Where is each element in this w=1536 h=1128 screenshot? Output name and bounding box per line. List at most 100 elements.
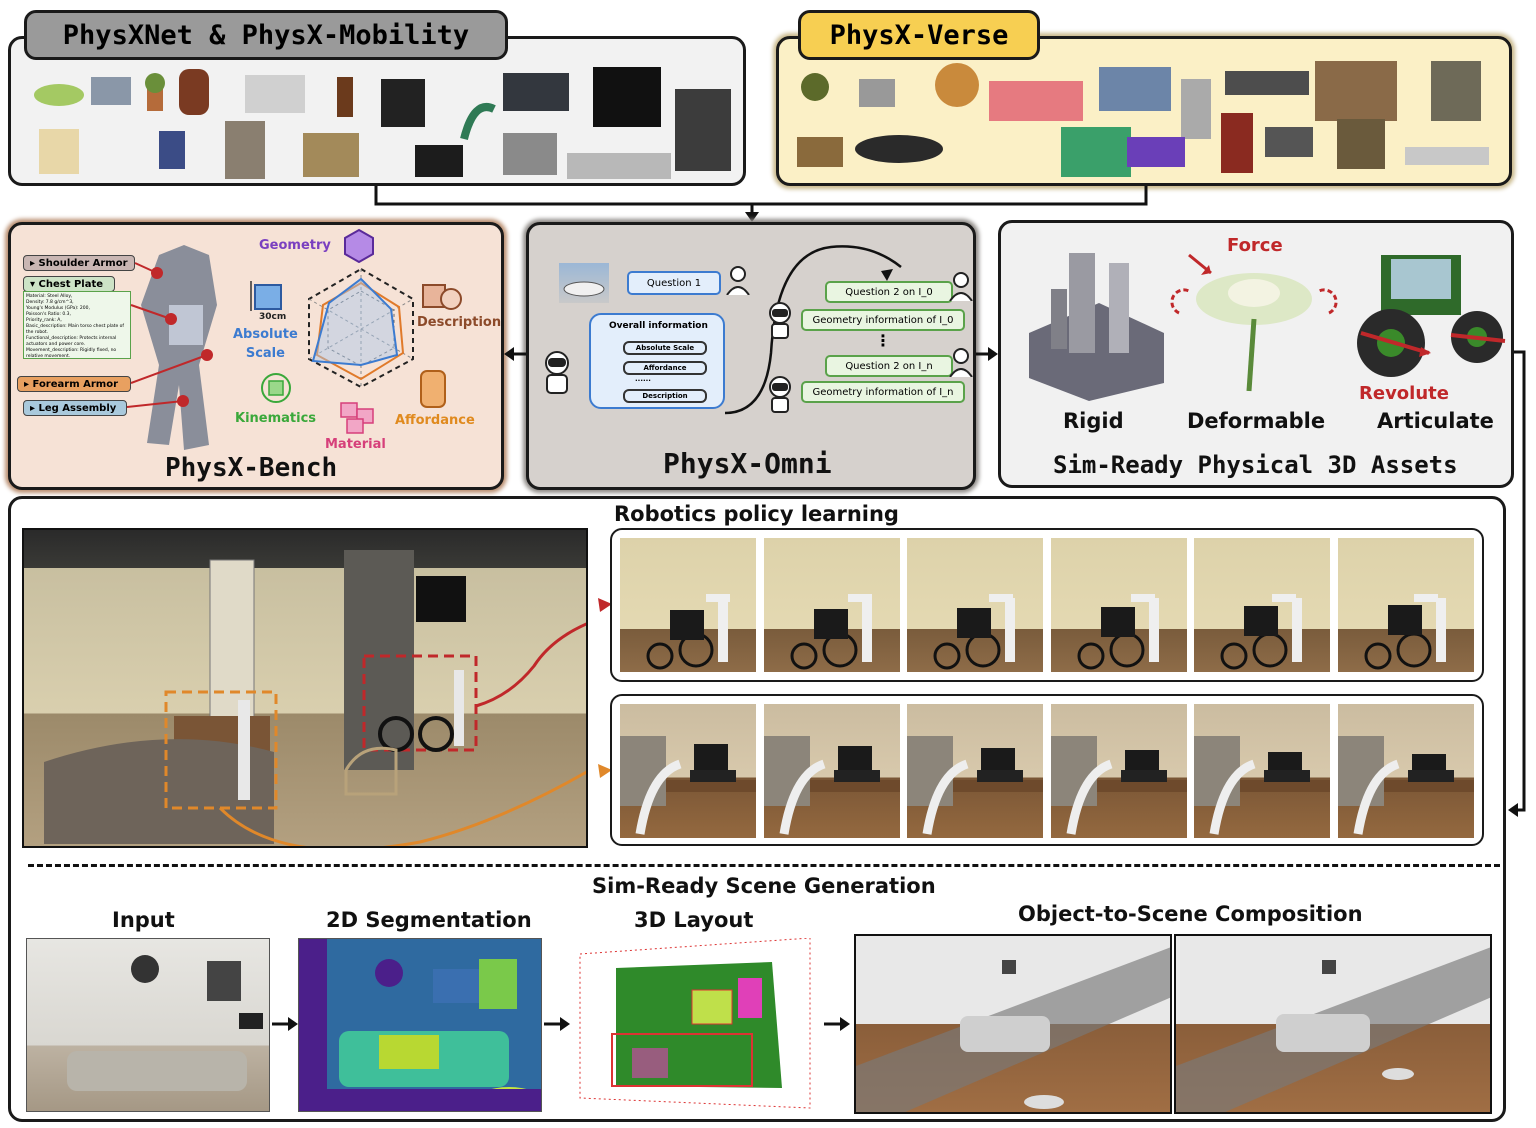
monitor-object	[593, 67, 661, 127]
physxverse-title: PhysX-Verse	[829, 19, 1009, 51]
overall-item-description: Description	[623, 389, 707, 403]
composition-image-2	[1174, 934, 1492, 1114]
overall-info-title: Overall information	[609, 321, 708, 331]
wheelchair-frame	[1337, 538, 1474, 672]
dim-affordance: Affordance	[395, 413, 475, 428]
house-object	[1315, 61, 1397, 121]
room-scene-drawing	[44, 550, 586, 846]
input-label: Input	[112, 908, 175, 932]
question-2-in-box[interactable]: Question 2 on I_n	[825, 355, 953, 377]
physx-bench-panel: ▸ Shoulder Armor ▾ Chest Plate Material:…	[8, 222, 504, 490]
dim-absolute-scale: Absolute Scale	[233, 327, 298, 361]
laptop2-object	[503, 73, 569, 111]
chair-object	[39, 129, 79, 174]
cart-object	[859, 79, 895, 107]
plant-leaves	[145, 73, 165, 93]
laptop-frame	[907, 704, 1043, 838]
sportscar-object	[855, 135, 943, 163]
geometry-icon	[344, 228, 374, 263]
scale-cube-icon	[250, 281, 282, 311]
cabinet-object	[225, 121, 265, 179]
physxnet-title-tab: PhysXNet & PhysX-Mobility	[24, 10, 508, 60]
grenade-object	[801, 73, 829, 101]
omni-title: PhysX-Omni	[663, 447, 832, 480]
wheelchair-sequence-panel	[610, 528, 1484, 682]
radar-chart	[308, 267, 414, 389]
camera-object	[415, 145, 463, 177]
user-icon-1	[726, 266, 750, 295]
dim-kinematics: Kinematics	[235, 411, 317, 426]
wheelbarrow-object	[797, 137, 843, 167]
dim-material: Material	[325, 437, 386, 452]
table-cloth-object	[989, 81, 1083, 121]
input-room-photo	[26, 938, 270, 1112]
wheelchair-frame	[1050, 538, 1187, 672]
office-chair-object	[159, 131, 185, 169]
mesh-chair-object	[381, 79, 425, 127]
overall-item-scale: Absolute Scale	[623, 341, 707, 355]
physxverse-panel	[776, 36, 1512, 186]
layout-3d-image	[572, 937, 818, 1112]
geometry-info-in-box[interactable]: Geometry information of I_n	[801, 381, 965, 403]
overall-item-ellipsis: ......	[635, 375, 651, 383]
composition-label: Object-to-Scene Composition	[1018, 902, 1363, 926]
alien-object	[1127, 137, 1185, 167]
policy-arrows	[598, 598, 612, 778]
dim-geometry: Geometry	[259, 238, 331, 253]
question-2-i0-box[interactable]: Question 2 on I_0	[825, 281, 953, 303]
helmet-object	[935, 63, 979, 107]
robotics-title: Robotics policy learning	[614, 502, 899, 526]
scale-value: 30cm	[259, 312, 287, 322]
rigid-city-object	[1029, 253, 1164, 401]
articulate-label: Articulate	[1377, 409, 1494, 433]
component-leg-assembly[interactable]: ▸ Leg Assembly	[23, 400, 127, 416]
component-shoulder-armor[interactable]: ▸ Shoulder Armor	[23, 255, 135, 271]
articulate-tractor	[1357, 255, 1506, 377]
dragon-object	[1337, 119, 1385, 169]
component-leaders	[126, 262, 213, 408]
scene-pipeline-arrows	[272, 1017, 850, 1031]
overall-item-affordance: Affordance	[623, 361, 707, 375]
train-object	[1099, 67, 1171, 111]
deformable-flower	[1170, 253, 1338, 392]
laptop-frame	[1337, 704, 1474, 838]
keyboard-object	[567, 153, 671, 179]
laptop-sequence-panel	[610, 694, 1484, 846]
robot-avatar-icon-1	[769, 302, 791, 339]
section-divider	[28, 864, 1500, 867]
box-object	[303, 133, 359, 177]
laptop-frame	[620, 704, 756, 838]
segmentation-image	[298, 938, 542, 1112]
assets-title: Sim-Ready Physical 3D Assets	[1053, 451, 1458, 479]
wheelchair-frame	[620, 538, 756, 672]
geometry-info-i0-box[interactable]: Geometry information of I_0	[801, 309, 965, 331]
laptop-frame	[763, 704, 900, 838]
oven2-object	[503, 133, 557, 175]
windmill-object	[1181, 79, 1211, 139]
composition-image-1	[854, 934, 1172, 1114]
force-label: Force	[1227, 235, 1283, 256]
question-1-box[interactable]: Question 1	[627, 271, 721, 295]
chest-plate-details: Material: Steel Alloy, Density: 7.8 g/cm…	[23, 291, 131, 359]
user-icon-3	[949, 348, 973, 377]
wheelchair-frame	[763, 538, 900, 672]
sim-ready-assets-panel: Force Revolute Rigid Deformable Articula…	[998, 220, 1514, 488]
stove-object	[675, 89, 731, 171]
component-forearm-armor[interactable]: ▸ Forearm Armor	[17, 376, 131, 392]
description-icon	[422, 284, 462, 310]
scene-generation-title: Sim-Ready Scene Generation	[592, 874, 936, 898]
robot-avatar-icon-left	[545, 351, 569, 394]
revolute-label: Revolute	[1359, 383, 1449, 404]
physx-omni-panel: Question 1 Overall information Absolute …	[526, 222, 976, 490]
dim-description: Description	[417, 315, 502, 330]
physxnet-title: PhysXNet & PhysX-Mobility	[62, 19, 470, 51]
clock-object	[179, 69, 209, 115]
room-scene-photo	[22, 528, 588, 848]
helicopter-object	[1225, 71, 1309, 95]
omni-vertical-dots: ⋮	[875, 331, 891, 350]
physxverse-title-tab: PhysX-Verse	[798, 10, 1040, 60]
vehicle-object	[1265, 127, 1313, 157]
wheelchair-frame	[907, 538, 1043, 672]
middle-connectors	[504, 347, 1526, 817]
material-icon	[340, 402, 374, 434]
